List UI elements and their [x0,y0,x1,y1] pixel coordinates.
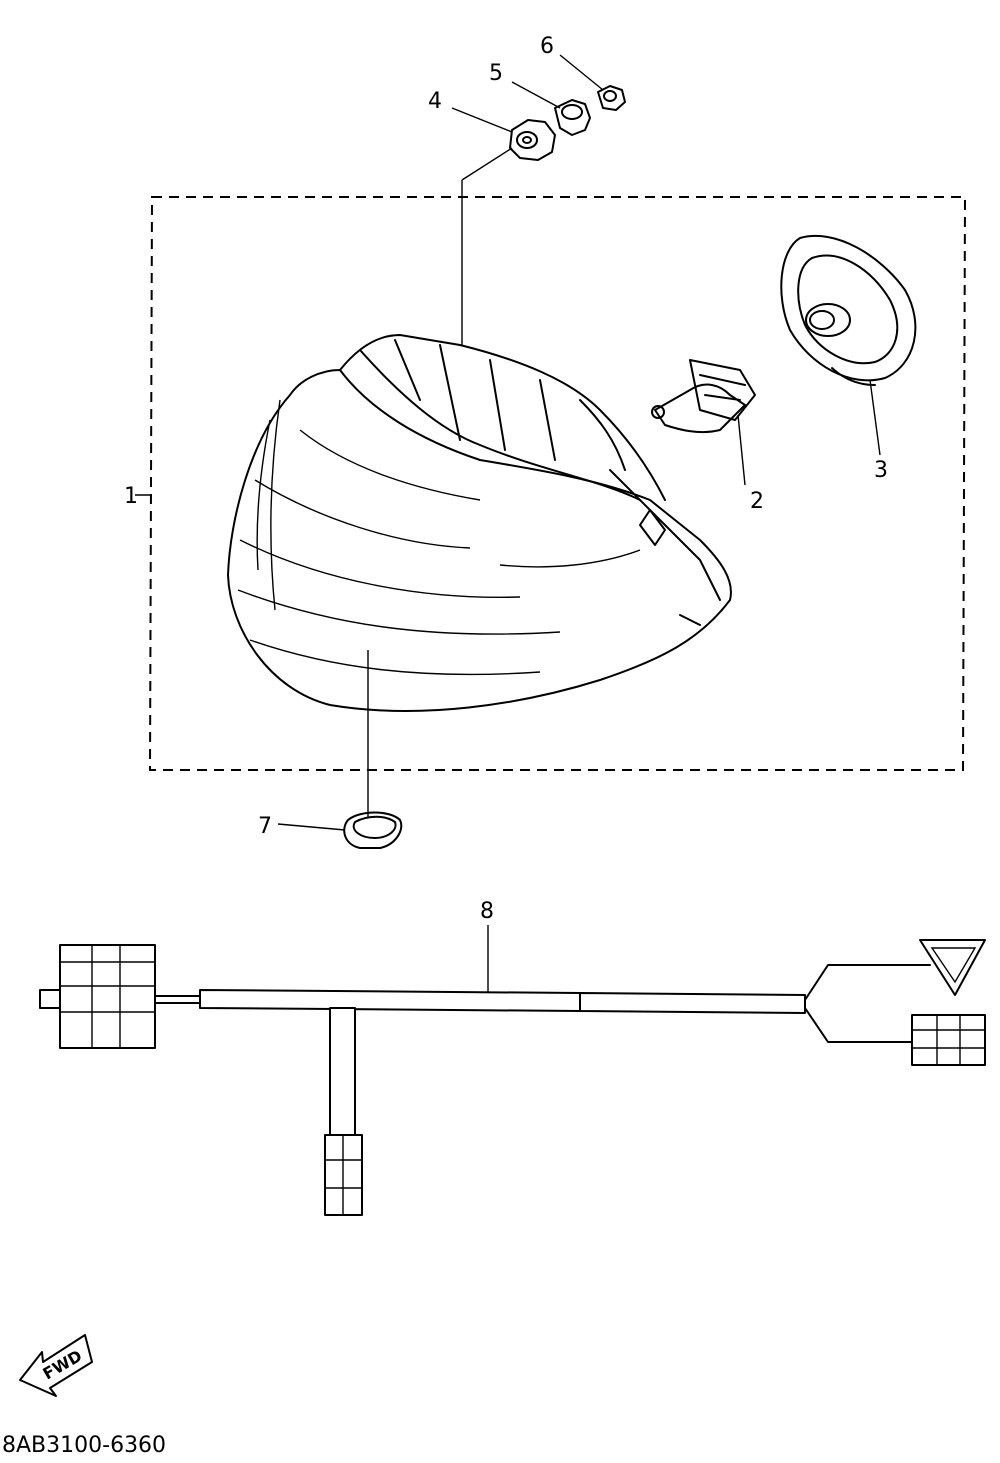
callout-8: 8 [480,899,494,924]
callout-5: 5 [489,61,503,86]
grommet [509,119,556,161]
leader-lines [135,54,881,993]
fwd-arrow-icon: FWD [19,1334,93,1397]
drawing-code: 8AB3100-6360 [2,1433,166,1458]
headlight-unit [227,334,732,712]
bulb [651,359,756,434]
assembly-boundary [148,196,967,771]
callout-2: 2 [750,489,764,514]
callout-6: 6 [540,34,554,59]
nut [597,85,626,111]
collar [554,99,591,136]
callout-3: 3 [874,458,888,483]
callout-7: 7 [258,814,272,839]
callout-1: 1 [124,484,138,509]
callout-4: 4 [428,89,442,114]
bulb-cover [780,234,917,386]
wire-harness [39,939,986,1216]
grommet-7 [343,811,403,849]
fwd-label: FWD [40,1346,86,1383]
